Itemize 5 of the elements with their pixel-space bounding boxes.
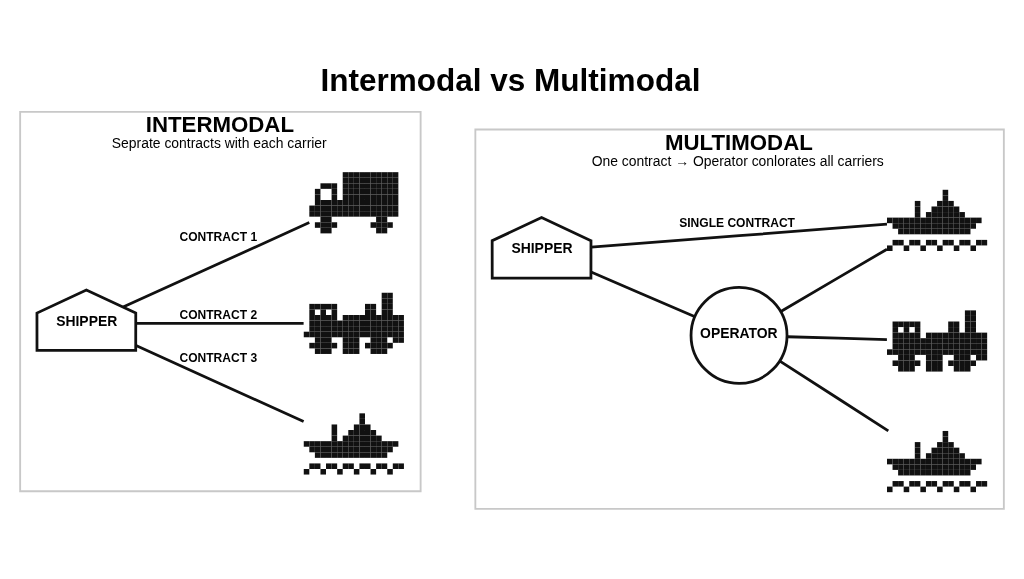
edge-label: CONTRACT 1 [179,230,258,245]
edge-label: CONTRACT 3 [179,350,258,365]
diagram-title: Intermodal vs Multimodal [320,61,701,98]
edge-label: SINGLE CONTRACT [679,216,795,231]
edge-label: CONTRACT 2 [179,308,258,323]
